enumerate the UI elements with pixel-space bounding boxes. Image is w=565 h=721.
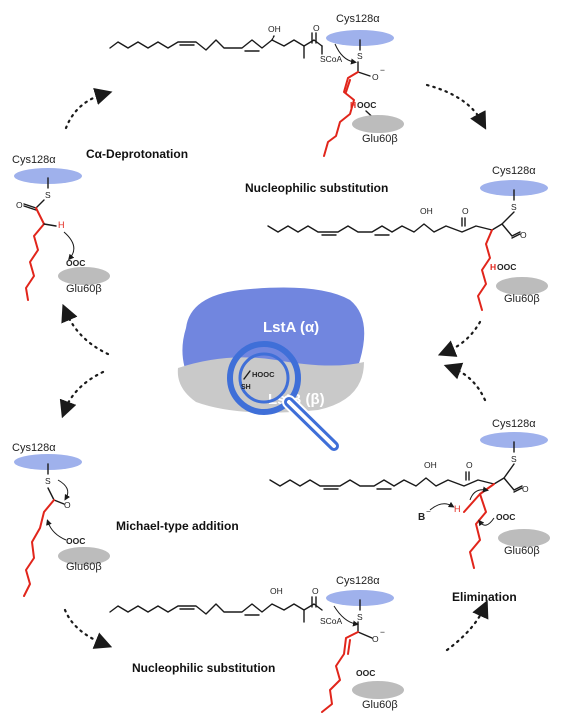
- glu-cap-b: [352, 681, 404, 699]
- oh-label-rt: OH: [420, 206, 433, 216]
- oh-label: OH: [268, 24, 281, 34]
- structure-left-top: Cys128α S O H OOC Glu60β: [12, 154, 110, 301]
- glu-label-rt: Glu60β: [504, 293, 540, 305]
- structure-right-bottom: Cys128α S OH O O B − H OOC Glu60β: [269, 418, 550, 569]
- cycle-arrow-6: [59, 370, 105, 419]
- cys-cap-rt: [480, 180, 548, 196]
- minus-b: −: [380, 627, 385, 637]
- ooc-lb: OOC: [66, 536, 85, 546]
- scoa-label: SCoA: [320, 54, 343, 64]
- s-label-b: S: [357, 612, 363, 622]
- structure-top: OH SCoA O Cys128α S O − H OOC Glu60β: [109, 13, 404, 157]
- glu-cap-lt: [58, 267, 110, 285]
- ooc-lt: OOC: [66, 258, 85, 268]
- cys-label-b: Cys128α: [336, 575, 380, 587]
- o-label-b: O: [312, 586, 319, 596]
- glu-label-lb: Glu60β: [66, 561, 102, 573]
- step-nucleophilic-2: Nucleophilic substitution: [132, 661, 275, 675]
- cycle-arrow-7: [61, 303, 110, 356]
- lstb-subunit: [177, 357, 364, 413]
- s-label-rb: S: [511, 454, 517, 464]
- lsta-label: LstA (α): [263, 319, 319, 336]
- cys-label-lb: Cys128α: [12, 442, 56, 454]
- hooc-rt: H: [490, 262, 496, 272]
- cycle-arrow-2: [437, 320, 482, 357]
- scoa-label-b: SCoA: [320, 616, 343, 626]
- enzyme-hooc: HOOC: [252, 370, 275, 379]
- o-minus-top: O: [372, 72, 379, 82]
- cys-cap-rb: [480, 432, 548, 448]
- o-label-rt: O: [462, 206, 469, 216]
- glu-label-top: Glu60β: [362, 133, 398, 145]
- base-label: B: [418, 512, 425, 523]
- cycle-arrow-3: [443, 362, 487, 402]
- oh-label-rb: OH: [424, 460, 437, 470]
- glu-cap-rt: [496, 277, 548, 295]
- glu-cap-rb: [498, 529, 550, 547]
- ooc-b: OOC: [356, 668, 375, 678]
- cycle-arrows: [59, 83, 489, 652]
- glu-cap-top: [352, 115, 404, 133]
- cys-cap-lt: [14, 168, 82, 184]
- step-michael: Michael-type addition: [116, 519, 239, 533]
- glu-label-lt: Glu60β: [66, 283, 102, 295]
- structure-right-top: Cys128α S OH O O H OOC Glu60β: [267, 165, 548, 311]
- h-label-lt: H: [58, 220, 65, 230]
- step-elimination: Elimination: [452, 590, 517, 604]
- structure-left-bottom: Cys128α S O OOC Glu60β: [12, 442, 110, 597]
- glu-label-rb: Glu60β: [504, 545, 540, 557]
- magnifier-icon: [227, 341, 341, 453]
- hooc-top: H: [350, 100, 356, 110]
- o-label-lb: O: [64, 500, 71, 510]
- step-nucleophilic-1: Nucleophilic substitution: [245, 181, 388, 195]
- s-label-lt: S: [45, 190, 51, 200]
- enzyme-complex: LstA (α) LstB (β) SH HOOC: [177, 287, 365, 453]
- hooc-top-rest: OOC: [357, 100, 376, 110]
- ooc-rb: OOC: [496, 512, 515, 522]
- cys-label-rb: Cys128α: [492, 418, 536, 430]
- oh-label-b: OH: [270, 586, 283, 596]
- o-minus-b: O: [372, 634, 379, 644]
- cys-cap-top: [326, 30, 394, 46]
- cycle-arrow-8: [64, 87, 113, 130]
- s-label-rt: S: [511, 202, 517, 212]
- s-label-top: S: [357, 51, 363, 61]
- cys-label-rt: Cys128α: [492, 165, 536, 177]
- o-label-rt2: O: [520, 230, 527, 240]
- enzyme-sh: SH: [241, 384, 251, 391]
- minus-top: −: [380, 65, 385, 75]
- s-label-lb: S: [45, 476, 51, 486]
- glu-label-b: Glu60β: [362, 699, 398, 711]
- o-label-rb2: O: [522, 484, 529, 494]
- o-label-lt: O: [16, 200, 23, 210]
- h-label-rb: H: [454, 504, 461, 514]
- glu-cap-lb: [58, 547, 110, 565]
- cycle-arrow-4: [445, 599, 489, 652]
- cycle-arrow-1: [425, 83, 487, 130]
- o-label: O: [313, 23, 320, 33]
- cys-label-top: Cys128α: [336, 13, 380, 25]
- cys-cap-lb: [14, 454, 82, 470]
- cys-label-lt: Cys128α: [12, 154, 56, 166]
- structure-bottom: OH SCoA O Cys128α S O − OOC Glu60β: [109, 575, 404, 713]
- step-deprotonation: Cα-Deprotonation: [86, 147, 188, 161]
- cycle-arrow-5: [63, 608, 113, 649]
- cys-cap-b: [326, 590, 394, 606]
- o-label-rb: O: [466, 460, 473, 470]
- hooc-rt-rest: OOC: [497, 262, 516, 272]
- base-minus: −: [426, 507, 431, 516]
